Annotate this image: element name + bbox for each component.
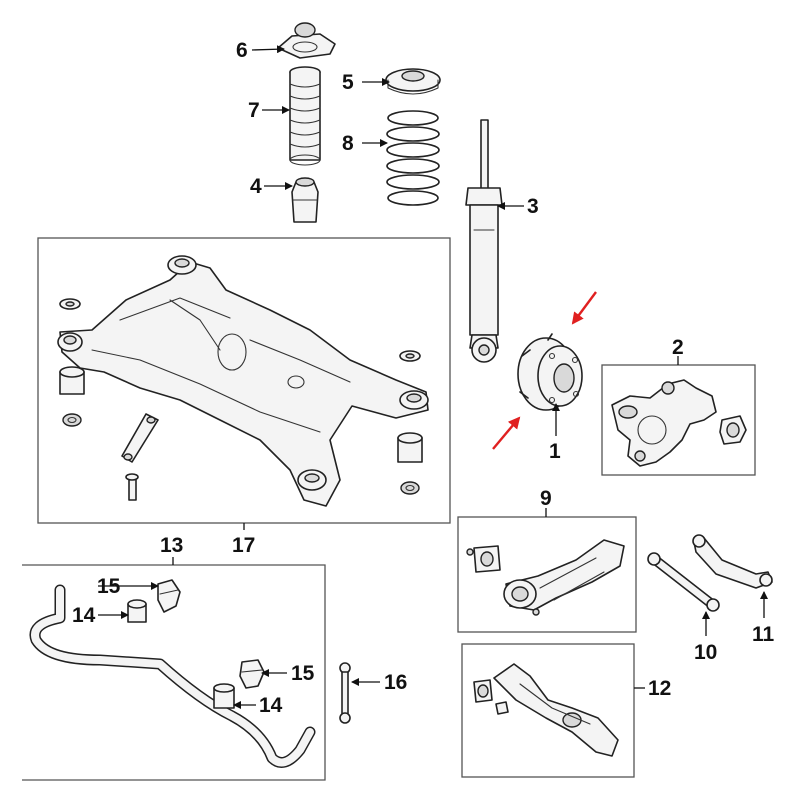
part-stabilizer-brackets (157, 579, 265, 689)
highlight-arrow-upper (571, 291, 597, 325)
callout-labels: 6 7 4 5 8 3 2 1 9 17 13 15 14 15 14 16 1… (72, 39, 775, 717)
trailing-arm-group-box (457, 516, 637, 633)
part-shock-absorber (465, 119, 503, 363)
part-upper-mount (277, 22, 336, 59)
lower-arm-group-box (461, 643, 635, 778)
part-wheel-hub (517, 333, 583, 411)
callout-17: 17 (232, 534, 255, 557)
callout-15-upper: 15 (97, 575, 121, 598)
callout-1: 1 (549, 440, 561, 463)
leader-lines (98, 45, 768, 709)
callout-10: 10 (694, 641, 717, 664)
callout-15-lower: 15 (291, 662, 315, 685)
part-dust-boot (289, 66, 321, 166)
callout-11: 11 (752, 623, 775, 646)
part-stabilizer-bar (29, 584, 316, 768)
part-knuckle (611, 379, 747, 467)
part-subframe (57, 255, 429, 507)
callout-5: 5 (342, 71, 354, 94)
part-stabilizer-bushings (127, 599, 235, 709)
callout-2: 2 (672, 336, 684, 359)
part-lower-arm (473, 663, 619, 757)
subframe-bushings (59, 298, 423, 495)
callout-3: 3 (527, 195, 539, 218)
highlight-arrow-lower (492, 416, 521, 450)
part-lateral-link-10 (647, 552, 720, 612)
part-coil-spring (386, 110, 440, 206)
part-lateral-link-11 (692, 534, 773, 589)
part-link-bracket (121, 413, 159, 501)
part-trailing-arm (466, 539, 625, 616)
part-spring-seat (385, 68, 441, 95)
callout-6: 6 (236, 39, 248, 62)
part-stabilizer-link (339, 662, 351, 724)
callout-13: 13 (160, 534, 183, 557)
callout-14-upper: 14 (72, 604, 96, 627)
callout-7: 7 (248, 99, 260, 122)
callout-9: 9 (540, 487, 552, 510)
callout-12: 12 (648, 677, 671, 700)
callout-14-lower: 14 (259, 694, 283, 717)
part-bump-stop (291, 177, 319, 223)
callout-4: 4 (250, 175, 262, 198)
callout-8: 8 (342, 132, 354, 155)
callout-16: 16 (384, 671, 407, 694)
